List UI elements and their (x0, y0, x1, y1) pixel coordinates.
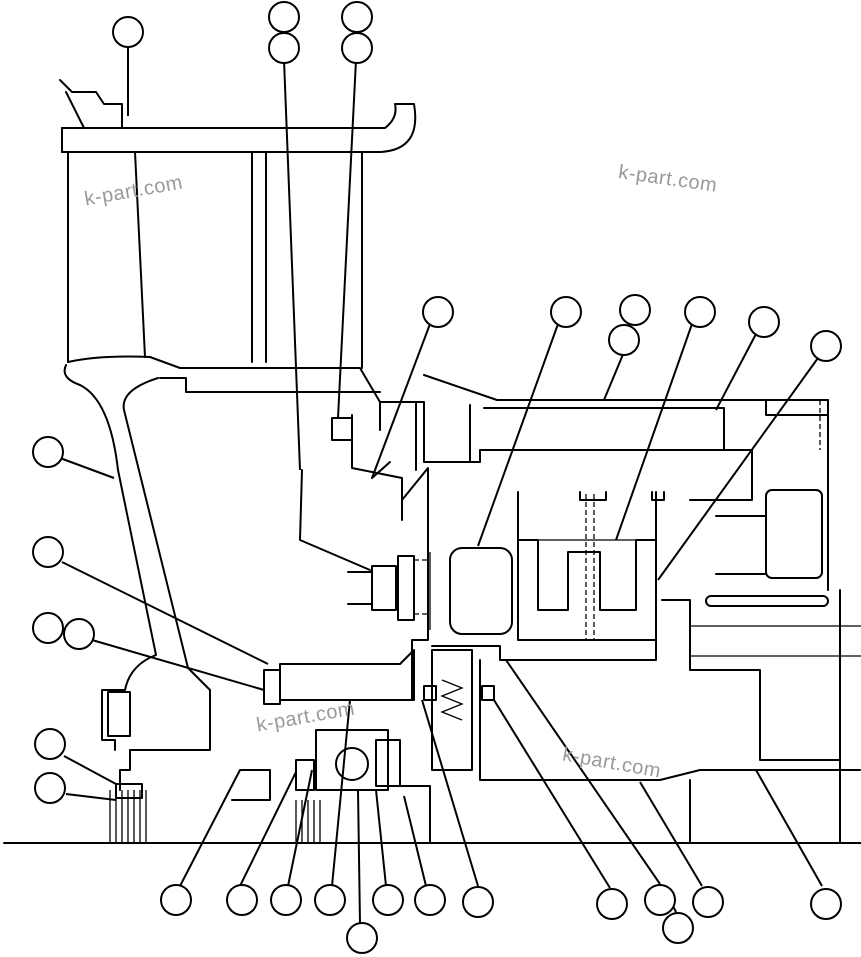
callout-circle (63, 618, 95, 650)
callout-circle (268, 32, 300, 64)
callout-circle (414, 884, 446, 916)
callout-circle (34, 728, 66, 760)
callout-circle (226, 884, 258, 916)
callout-circle (596, 888, 628, 920)
callout-circle (346, 922, 378, 954)
callout-circle (32, 536, 64, 568)
callout-circle (619, 294, 651, 326)
callout-circle (341, 32, 373, 64)
callout-circle (748, 306, 780, 338)
callout-circle (32, 612, 64, 644)
callout-circle (422, 296, 454, 328)
callout-circle (462, 886, 494, 918)
callout-circle (550, 296, 582, 328)
callout-circle (644, 884, 676, 916)
callout-circle (684, 296, 716, 328)
callout-circle (372, 884, 404, 916)
callout-circle (270, 884, 302, 916)
leader-lines (59, 44, 823, 925)
callout-circle (160, 884, 192, 916)
callout-circle (608, 324, 640, 356)
callout-circle (341, 1, 373, 33)
callout-circle (810, 330, 842, 362)
assembly-drawing (3, 79, 861, 844)
callout-circle (692, 886, 724, 918)
callout-circle (268, 1, 300, 33)
callouts (32, 1, 842, 954)
callout-circle (314, 884, 346, 916)
callout-circle (112, 16, 144, 48)
callout-circle (662, 912, 694, 944)
callout-circle (32, 436, 64, 468)
callout-circle (34, 772, 66, 804)
callout-circle (810, 888, 842, 920)
